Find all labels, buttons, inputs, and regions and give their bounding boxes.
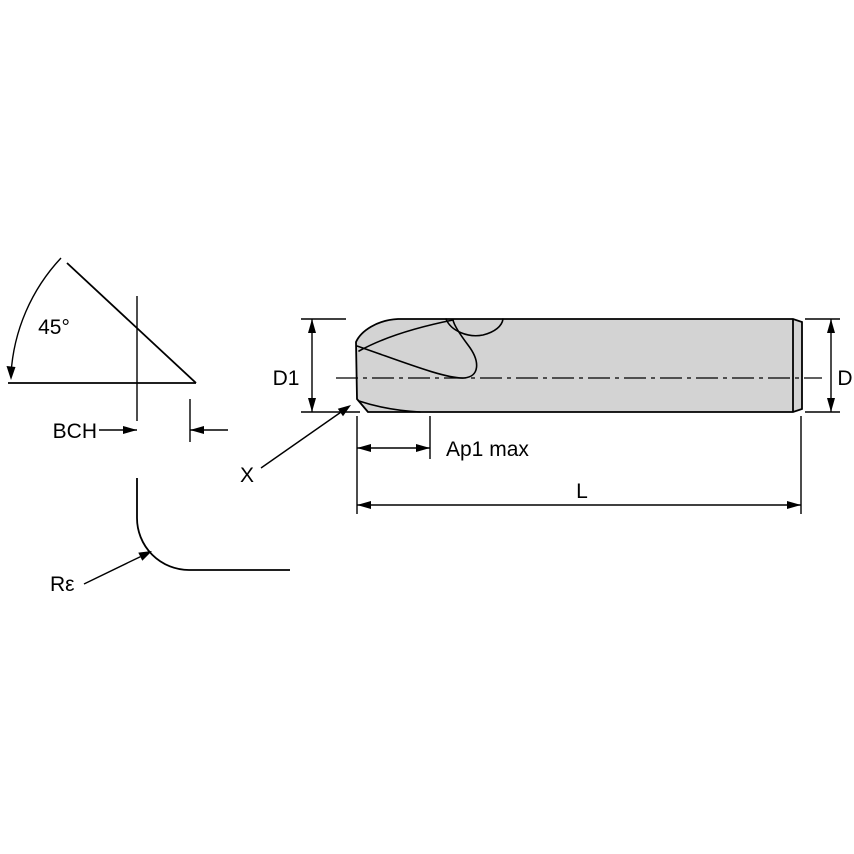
angle-arc-arrowhead bbox=[6, 366, 16, 380]
angle-label: 45° bbox=[38, 316, 70, 339]
d1-dimension: D1 bbox=[273, 318, 360, 413]
l-arrowhead-right bbox=[787, 501, 801, 509]
d-arrowhead-top bbox=[827, 319, 835, 333]
chamfer-line bbox=[66, 262, 197, 384]
corner-radius-arrowhead bbox=[138, 551, 152, 561]
ap1-label: Ap1 max bbox=[446, 438, 529, 461]
d1-label: D1 bbox=[273, 367, 300, 390]
d-label: D bbox=[837, 367, 852, 390]
ap1-dimension: Ap1 max bbox=[356, 416, 529, 514]
ap1-arrowhead-right bbox=[416, 444, 430, 452]
l-arrowhead-left bbox=[357, 501, 371, 509]
flute-lower-edge bbox=[358, 400, 421, 413]
x-arrowhead bbox=[337, 405, 351, 417]
ap1-arrowhead-left bbox=[357, 444, 371, 452]
chamfer-angle-detail: 45° bbox=[6, 257, 197, 384]
l-dimension: L bbox=[357, 416, 802, 514]
d-arrowhead-bottom bbox=[827, 398, 835, 412]
bch-arrowhead-right bbox=[190, 426, 204, 434]
tool-silhouette bbox=[355, 318, 803, 413]
bch-label: BCH bbox=[53, 420, 97, 443]
d1-arrowhead-top bbox=[308, 319, 316, 333]
end-mill-drawing bbox=[336, 318, 822, 413]
angle-arc bbox=[10, 257, 62, 375]
d-dimension: D bbox=[805, 318, 853, 413]
flute-top-dip bbox=[445, 318, 504, 337]
corner-radius-profile bbox=[136, 478, 290, 571]
bch-arrowhead-left bbox=[123, 426, 137, 434]
x-label: X bbox=[240, 464, 254, 487]
d1-arrowhead-bottom bbox=[308, 398, 316, 412]
corner-radius-leader-line bbox=[83, 556, 141, 585]
bch-dimension: BCH bbox=[53, 296, 228, 443]
x-leader-line bbox=[260, 411, 341, 469]
flute-helix-upper bbox=[358, 319, 454, 352]
l-label: L bbox=[576, 480, 588, 503]
corner-radius-detail: Rε bbox=[50, 478, 290, 596]
x-callout: X bbox=[240, 405, 351, 487]
corner-radius-label: Rε bbox=[50, 573, 75, 596]
